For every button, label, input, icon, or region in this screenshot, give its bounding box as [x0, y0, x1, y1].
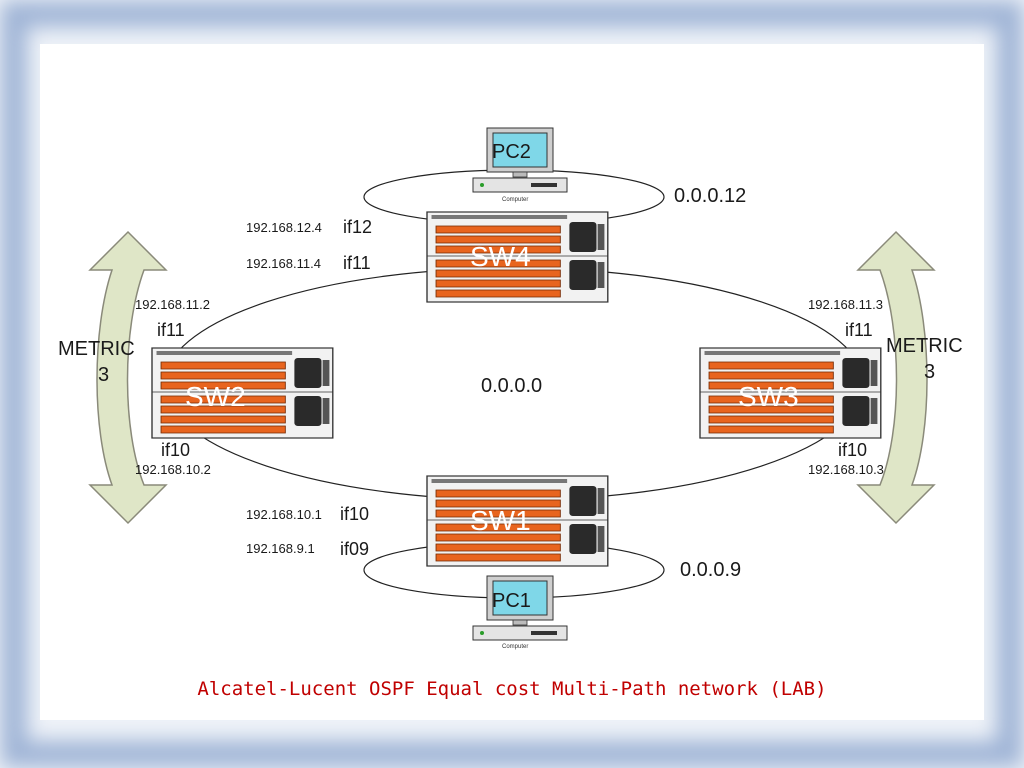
- sw3-label: SW3: [738, 381, 799, 412]
- metric-left-value: 3: [98, 364, 109, 386]
- sw1-if09-name: if09: [340, 539, 369, 559]
- metric-left-arrow: [88, 230, 168, 525]
- slide-caption: Alcatel-Lucent OSPF Equal cost Multi-Pat…: [197, 678, 827, 700]
- sw2-if10-name: if10: [161, 440, 190, 460]
- sw1-if10-name: if10: [340, 504, 369, 524]
- pc2-caption: Computer: [502, 197, 528, 203]
- sw3-if11-ip: 192.168.11.3: [808, 297, 883, 312]
- sw2-if11-name: if11: [157, 320, 185, 340]
- sw3-if10-name: if10: [838, 440, 867, 460]
- sw3-if10-ip: 192.168.10.3: [808, 462, 884, 477]
- pc1-label: PC1: [492, 590, 531, 612]
- sw3-if11-name: if11: [845, 320, 873, 340]
- sw1-if09-ip: 192.168.9.1: [246, 541, 315, 556]
- area-bottom-label: 0.0.0.9: [680, 559, 741, 581]
- sw2-if11-ip: 192.168.11.2: [135, 297, 210, 312]
- sw4-if11-ip: 192.168.11.4: [246, 256, 321, 271]
- area-top-label: 0.0.0.12: [674, 185, 746, 207]
- sw2-if10-ip: 192.168.10.2: [135, 462, 211, 477]
- sw4-if11-name: if11: [343, 253, 371, 273]
- pc1-caption: Computer: [502, 644, 528, 650]
- area-backbone-label: 0.0.0.0: [481, 375, 542, 397]
- sw4-if12-ip: 192.168.12.4: [246, 220, 322, 235]
- pc2-label: PC2: [492, 141, 531, 163]
- sw4-if12-name: if12: [343, 217, 372, 237]
- metric-right-value: 3: [924, 361, 935, 383]
- sw1-label: SW1: [470, 505, 531, 536]
- sw2-label: SW2: [185, 381, 246, 412]
- sw4-label: SW4: [470, 241, 531, 272]
- metric-left-label: METRIC: [58, 338, 135, 360]
- metric-right-label: METRIC: [886, 335, 963, 357]
- metric-right-arrow: [856, 230, 936, 525]
- sw1-if10-ip: 192.168.10.1: [246, 507, 322, 522]
